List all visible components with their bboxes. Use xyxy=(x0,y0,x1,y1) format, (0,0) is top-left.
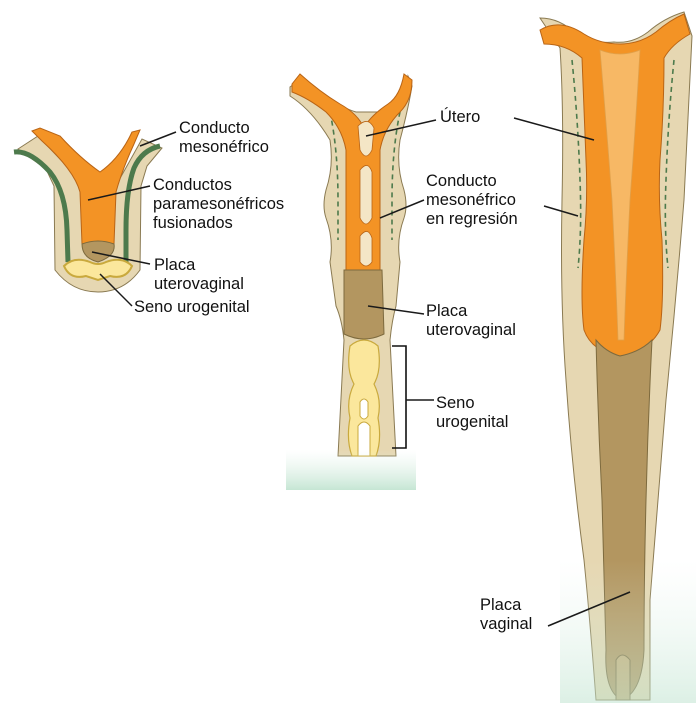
label-urogenital-sinus-2: Seno urogenital xyxy=(436,394,508,432)
label-line: uterovaginal xyxy=(426,321,516,340)
stage-3-embryo xyxy=(540,12,696,703)
stage-2-uterovaginal-plate xyxy=(344,270,384,339)
label-line: paramesonéfricos xyxy=(153,195,284,214)
label-line: Conducto xyxy=(426,172,518,191)
label-line: Conducto xyxy=(179,119,269,138)
label-line: Conductos xyxy=(153,176,284,195)
label-fused-paramesonephric-ducts: Conductos paramesonéfricos fusionados xyxy=(153,176,284,233)
stage-1-embryo xyxy=(14,128,162,292)
label-uterus: Útero xyxy=(440,108,480,127)
label-line: fusionados xyxy=(153,214,284,233)
label-line: en regresión xyxy=(426,210,518,229)
label-mesonephric-duct: Conducto mesonéfrico xyxy=(179,119,269,157)
label-line: vaginal xyxy=(480,615,532,634)
label-line: uterovaginal xyxy=(154,275,244,294)
label-vaginal-plate: Placa vaginal xyxy=(480,596,532,634)
label-line: mesonéfrico xyxy=(179,138,269,157)
label-line: mesonéfrico xyxy=(426,191,518,210)
label-line: Seno xyxy=(436,394,508,413)
label-uterovaginal-plate-1: Placa uterovaginal xyxy=(154,256,244,294)
label-uterovaginal-plate-2: Placa uterovaginal xyxy=(426,302,516,340)
label-line: Placa xyxy=(426,302,516,321)
label-line: Placa xyxy=(480,596,532,615)
label-line: urogenital xyxy=(436,413,508,432)
label-urogenital-sinus-1: Seno urogenital xyxy=(134,298,250,317)
label-line: Placa xyxy=(154,256,244,275)
stage-2-embryo xyxy=(286,74,416,490)
label-regressing-mesonephric-duct: Conducto mesonéfrico en regresión xyxy=(426,172,518,229)
